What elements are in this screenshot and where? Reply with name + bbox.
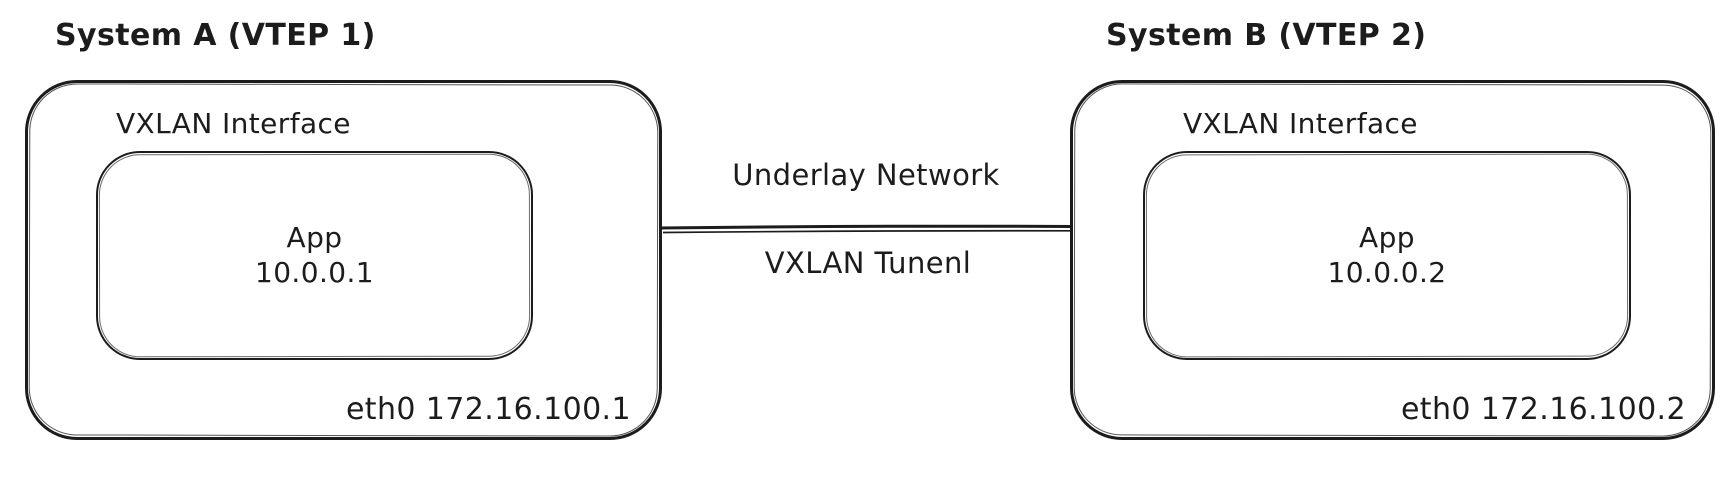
vxlan-tunnel-line [660, 224, 1072, 234]
system-a-title: System A (VTEP 1) [55, 18, 376, 53]
system-a-vxlan-interface-label: VXLAN Interface [116, 107, 351, 140]
system-b-host-box: VXLAN Interface App 10.0.0.2 eth0 172.16… [1070, 80, 1715, 440]
system-b-vxlan-interface-label: VXLAN Interface [1183, 107, 1418, 140]
system-a-host-box: VXLAN Interface App 10.0.0.1 eth0 172.16… [25, 80, 662, 440]
system-b-app-ip: 10.0.0.2 [1327, 256, 1447, 289]
system-a-app-ip: 10.0.0.1 [255, 256, 374, 289]
system-b-app-box: App 10.0.0.2 [1143, 151, 1631, 360]
system-a-eth0-label: eth0 172.16.100.1 [345, 392, 631, 427]
underlay-network-label: Underlay Network [732, 158, 1000, 192]
vxlan-tunnel-label: VXLAN Tunenl [764, 246, 972, 280]
system-a-app-box: App 10.0.0.1 [96, 151, 533, 360]
system-b-eth0-label: eth0 172.16.100.2 [1400, 392, 1686, 427]
system-b-title: System B (VTEP 2) [1106, 18, 1427, 53]
system-a-app-name: App [286, 220, 343, 254]
system-b-app-name: App [1359, 220, 1415, 254]
